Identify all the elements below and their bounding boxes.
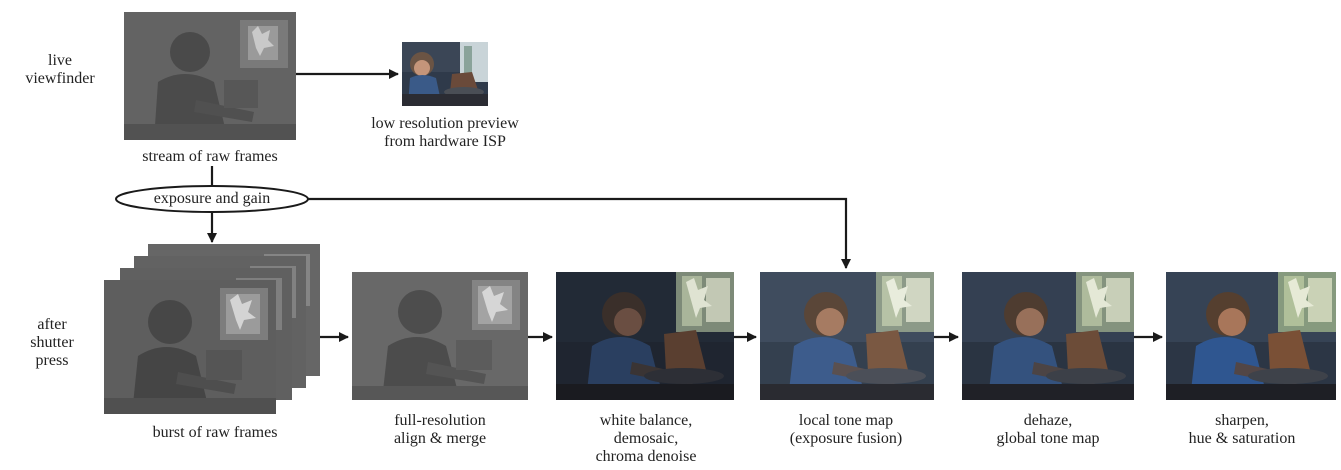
after-shutter-press-label-line-1: after [37,316,67,333]
after-shutter-press-label: after shutter press [22,316,82,370]
after-shutter-press-label-line-3: press [35,352,69,369]
align-merge-image [352,272,528,400]
low-resolution-preview-caption: low resolution preview from hardware ISP [340,115,550,151]
dehaze-caption-line-1: dehaze, [1023,412,1073,429]
burst-caption: burst of raw frames [110,424,320,442]
live-viewfinder-label: live viewfinder [14,52,106,88]
arrow-exposure-to-local-tone-map [308,197,851,269]
sharpen-caption-line-1: sharpen, [1215,412,1269,429]
align-merge-caption: full-resolution align & merge [340,412,540,448]
local-tone-map-caption-line-1: local tone map [798,412,894,429]
local-tone-map-caption-line-2: (exposure fusion) [789,430,903,447]
dehaze-caption-line-2: global tone map [996,430,1100,447]
sharpen-caption-line-2: hue & saturation [1188,430,1296,447]
sharpen-image [1166,272,1336,400]
live-viewfinder-label-line-2: viewfinder [25,70,95,87]
low-resolution-preview-image [402,42,488,106]
low-resolution-preview-caption-line-2: from hardware ISP [384,133,506,150]
stream-raw-frame-image [124,12,296,140]
sharpen-caption: sharpen, hue & saturation [1146,412,1338,448]
white-balance-caption-line-1: white balance, [599,412,693,429]
burst-caption-line-1: burst of raw frames [152,424,278,441]
white-balance-caption: white balance, demosaic, chroma denoise [546,412,746,466]
white-balance-caption-line-3: chroma denoise [595,448,697,465]
white-balance-caption-line-2: demosaic, [613,430,679,447]
local-tone-map-image [760,272,934,400]
stream-raw-frames-caption: stream of raw frames [142,148,278,165]
dehaze-caption: dehaze, global tone map [948,412,1148,448]
exposure-gain-label: exposure and gain [153,190,271,207]
white-balance-image [556,272,734,400]
dehaze-image [962,272,1134,400]
after-shutter-press-label-line-2: shutter [30,334,74,351]
low-resolution-preview-caption-line-1: low resolution preview [371,115,519,132]
live-viewfinder-label-line-1: live [48,52,72,69]
align-merge-caption-line-2: align & merge [393,430,487,447]
burst-frame-front [104,280,276,414]
align-merge-caption-line-1: full-resolution [394,412,486,429]
local-tone-map-caption: local tone map (exposure fusion) [746,412,946,448]
